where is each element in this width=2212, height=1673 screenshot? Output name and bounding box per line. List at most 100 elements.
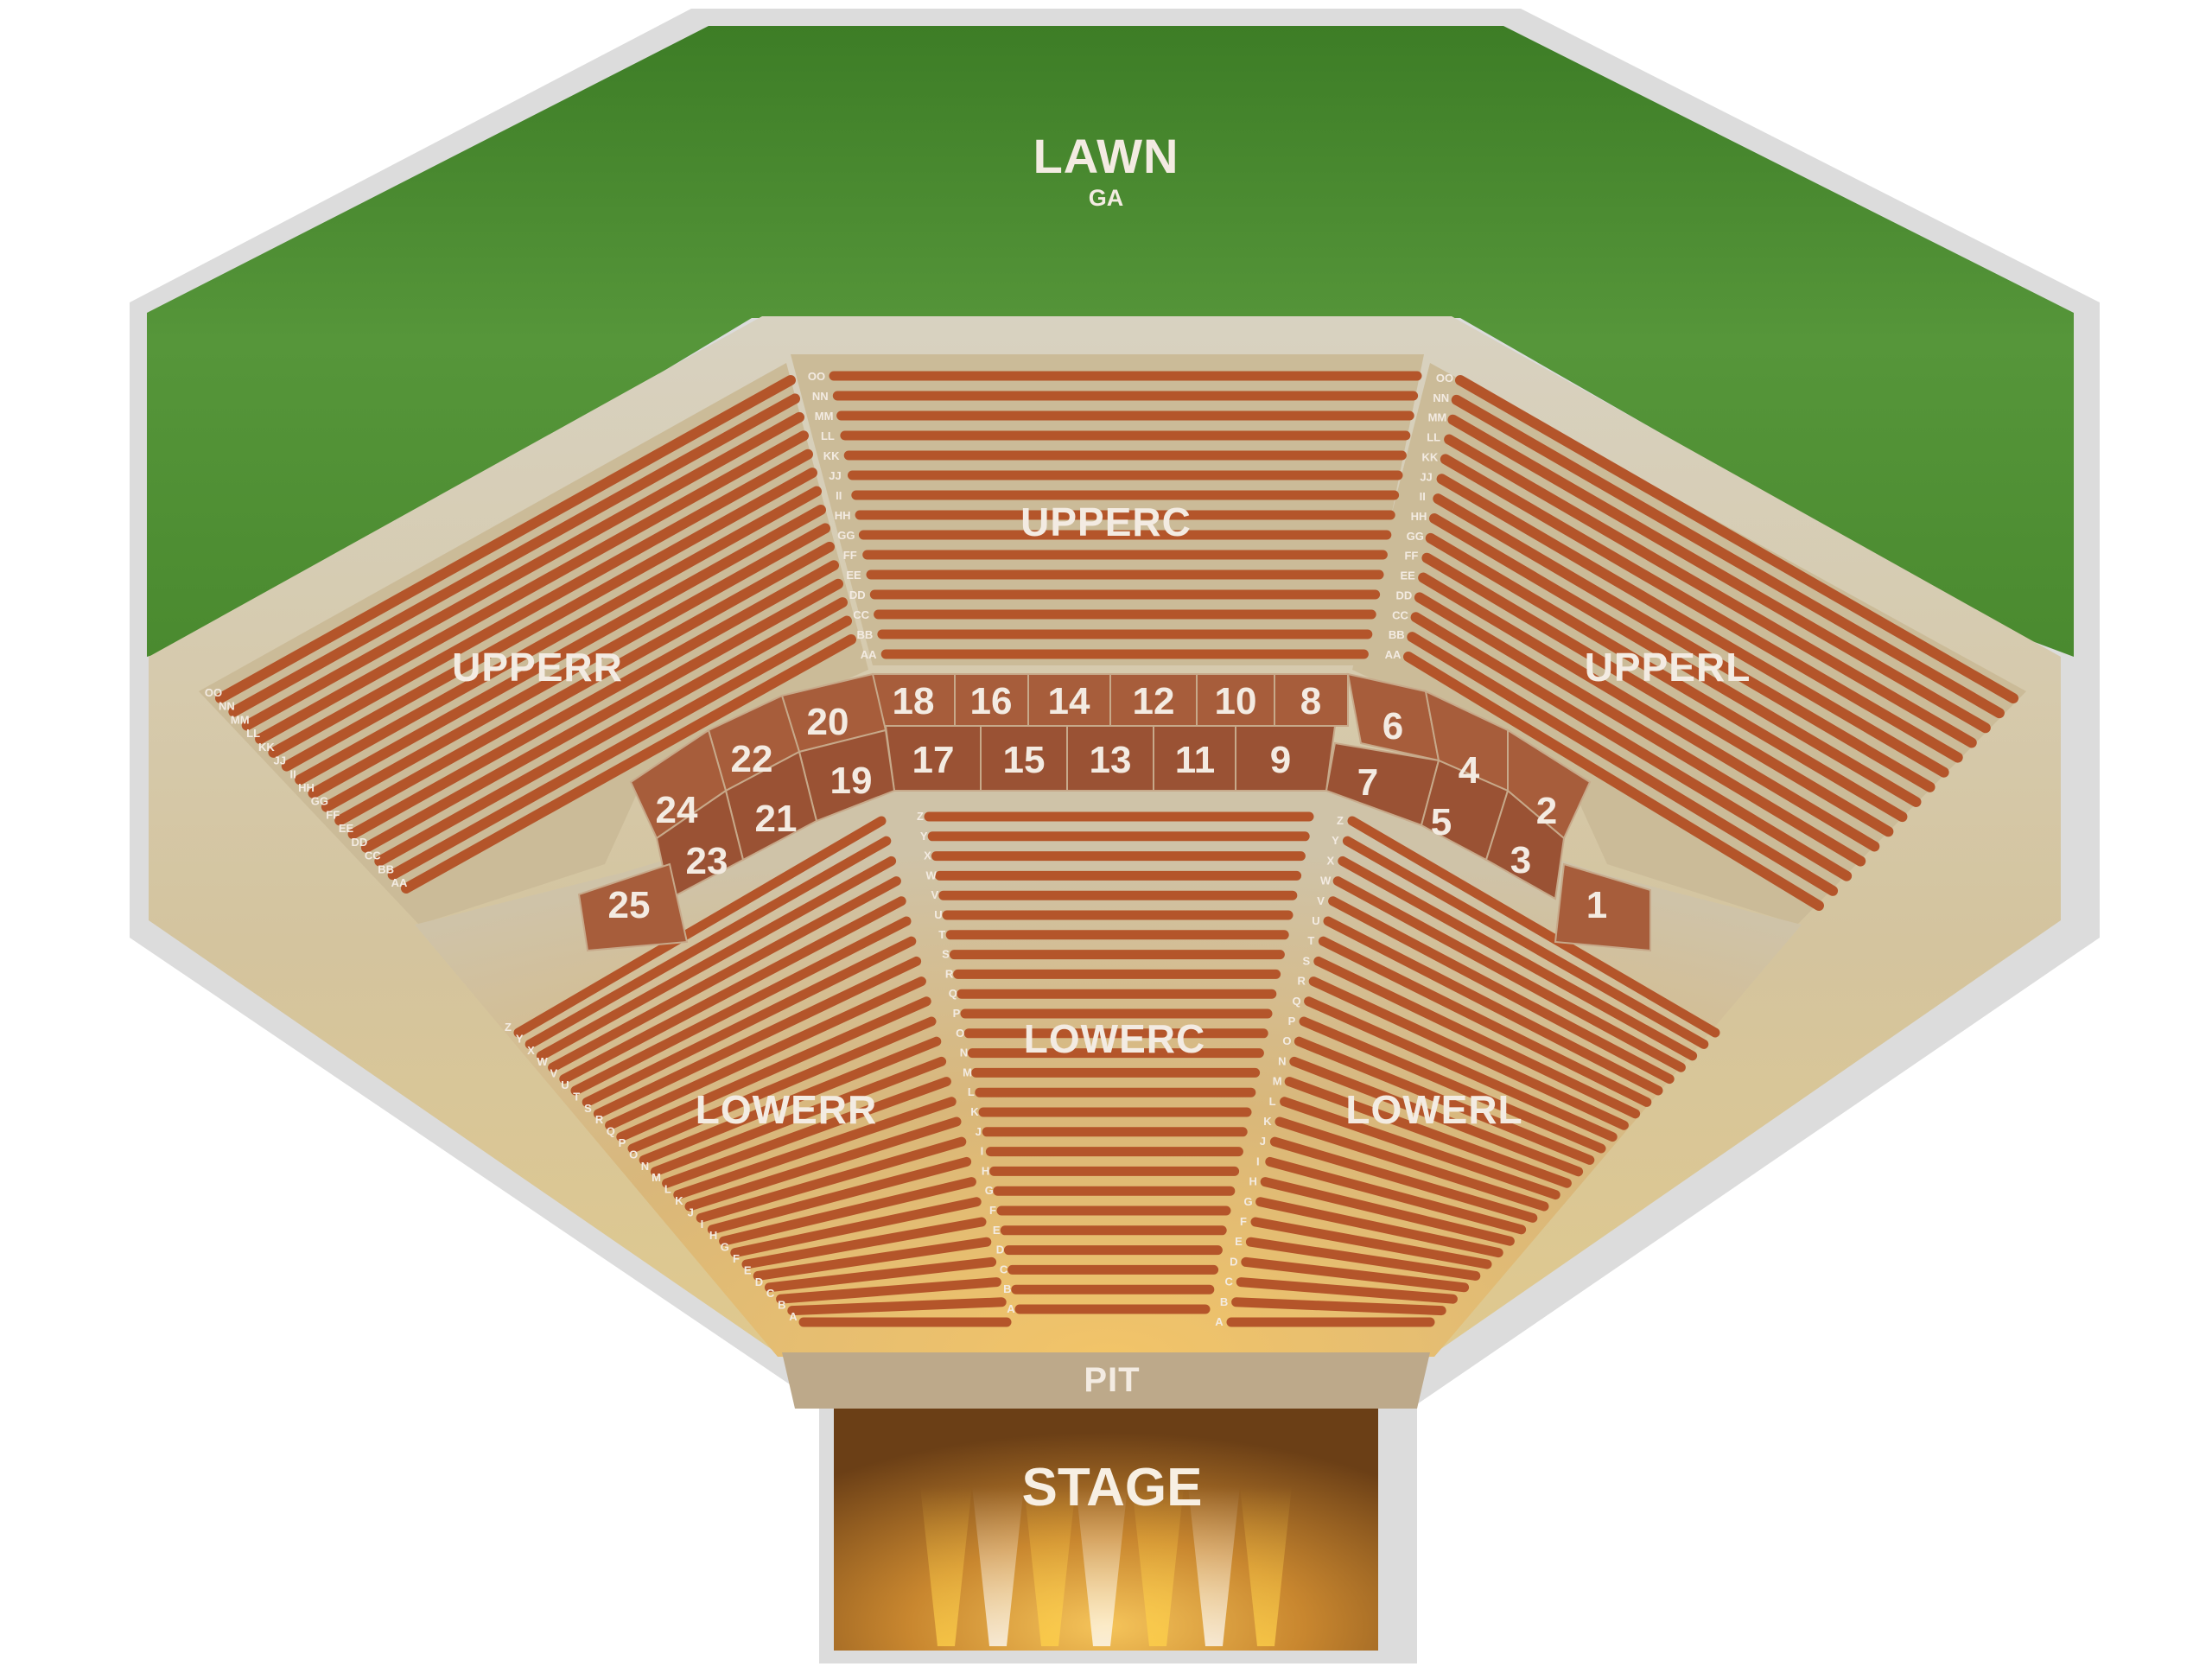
label-lawn: LAWN [1033,129,1179,183]
upperl-row [1451,394,2005,719]
upperl-row [1410,612,1853,881]
row-letter: Y [920,830,928,843]
label-lowerc: LOWERC [1024,1016,1205,1061]
row-letter: OO [1436,372,1453,385]
row-letter: C [766,1287,775,1300]
lowerl-row [1236,1277,1458,1304]
box-label-6: 6 [1382,705,1403,747]
row-letter: I [701,1218,704,1231]
lowerl-row [1347,816,1720,1038]
row-letter: O [1282,1034,1291,1047]
row-letter: T [938,928,945,941]
row-letter: N [1278,1054,1286,1067]
lowerr-row [559,896,906,1085]
lowerl-row [1280,1097,1560,1200]
row-letter: E [1235,1235,1243,1248]
row-letter: JJ [1420,470,1432,483]
row-letters: OONNMMLLKKJJIIHHGGFFEEDDCCBBAAOONNMMLLKK… [205,370,1453,1328]
row-letter: Z [917,810,924,823]
row-letter: II [836,489,842,502]
row-letter: F [1240,1215,1247,1228]
upperr-row [255,430,809,745]
row-letter: T [1307,934,1314,947]
row-letter: A [1215,1315,1224,1328]
row-letter: G [985,1184,994,1197]
box-25[interactable] [577,862,689,952]
upperl-row [1455,375,2018,703]
upperl-rows [1403,375,2018,911]
row-letter: II [1420,490,1426,503]
box-label-19: 19 [830,760,873,802]
upperr-row [334,541,835,826]
row-letter: B [778,1299,785,1312]
lowerr-row [650,1056,947,1177]
row-letter: S [942,948,950,961]
row-letter: V [1317,894,1325,907]
row-letter: Z [505,1021,512,1034]
upperr-row [281,468,817,772]
row-letter: Y [516,1032,524,1045]
lowerr-row [616,996,931,1142]
row-letter: N [960,1046,968,1059]
lowerl-row [1332,876,1686,1072]
row-letter: U [934,908,942,921]
row-letter: G [721,1241,729,1254]
lowerl-row [1304,996,1618,1142]
row-letter: DD [352,836,368,849]
lowerr-row [753,1237,992,1281]
row-letter: N [641,1160,649,1173]
row-letter: NN [812,390,829,403]
lowerl-row [1269,1136,1538,1223]
label-pit: PIT [1084,1361,1140,1399]
row-letter: AA [1385,648,1402,661]
box-3[interactable] [1484,789,1566,900]
lowerl-row [1318,936,1652,1107]
light-beam-3 [1024,1486,1076,1646]
section-pit[interactable] [782,1352,1430,1409]
row-letter: C [1000,1263,1008,1275]
row-letter: O [629,1148,638,1161]
row-letter: V [550,1067,557,1080]
row-letter: DD [849,588,866,601]
box-1[interactable] [1554,862,1651,952]
row-letter: P [619,1136,626,1149]
row-letter: R [1298,975,1306,988]
row-letter: BB [857,628,874,641]
upperr-row [360,578,843,853]
lowerr-row [776,1277,1001,1304]
box-label-15: 15 [1003,739,1046,781]
row-letter: L [664,1183,671,1196]
row-letter: II [290,767,296,780]
lowerr-row [719,1177,976,1246]
row-letter: A [1007,1302,1015,1315]
row-letter: Q [607,1125,615,1138]
row-letter: W [925,868,937,881]
upperl-row [1447,414,1991,734]
lowerr-row [707,1156,972,1235]
row-letter: HH [1411,510,1427,523]
upperr-row [401,634,856,894]
box-label-12: 12 [1133,680,1175,722]
lowerr-row [684,1116,962,1212]
lowerr-row [627,1016,937,1154]
row-letter: Y [1332,834,1339,847]
row-letter: C [1225,1275,1234,1288]
row-letter: HH [298,781,315,794]
stage-lights [920,1486,1292,1646]
upperl-row [1421,552,1894,837]
lawn-area[interactable] [147,26,2074,657]
row-letter: EE [846,569,861,582]
row-letter: MM [1428,411,1447,424]
box-label-9: 9 [1270,739,1291,781]
box-8[interactable] [1274,673,1349,727]
row-letter: X [924,849,931,862]
lowerr-row [524,836,892,1049]
lowerl-row [1294,1036,1595,1165]
row-letter: I [981,1145,984,1158]
upperr-row [295,486,822,786]
row-letter: FF [1404,550,1418,563]
upperr-row [215,375,796,703]
row-letter: Q [1293,995,1301,1008]
lowerr-row [662,1077,951,1188]
row-letter: Z [1337,814,1344,827]
